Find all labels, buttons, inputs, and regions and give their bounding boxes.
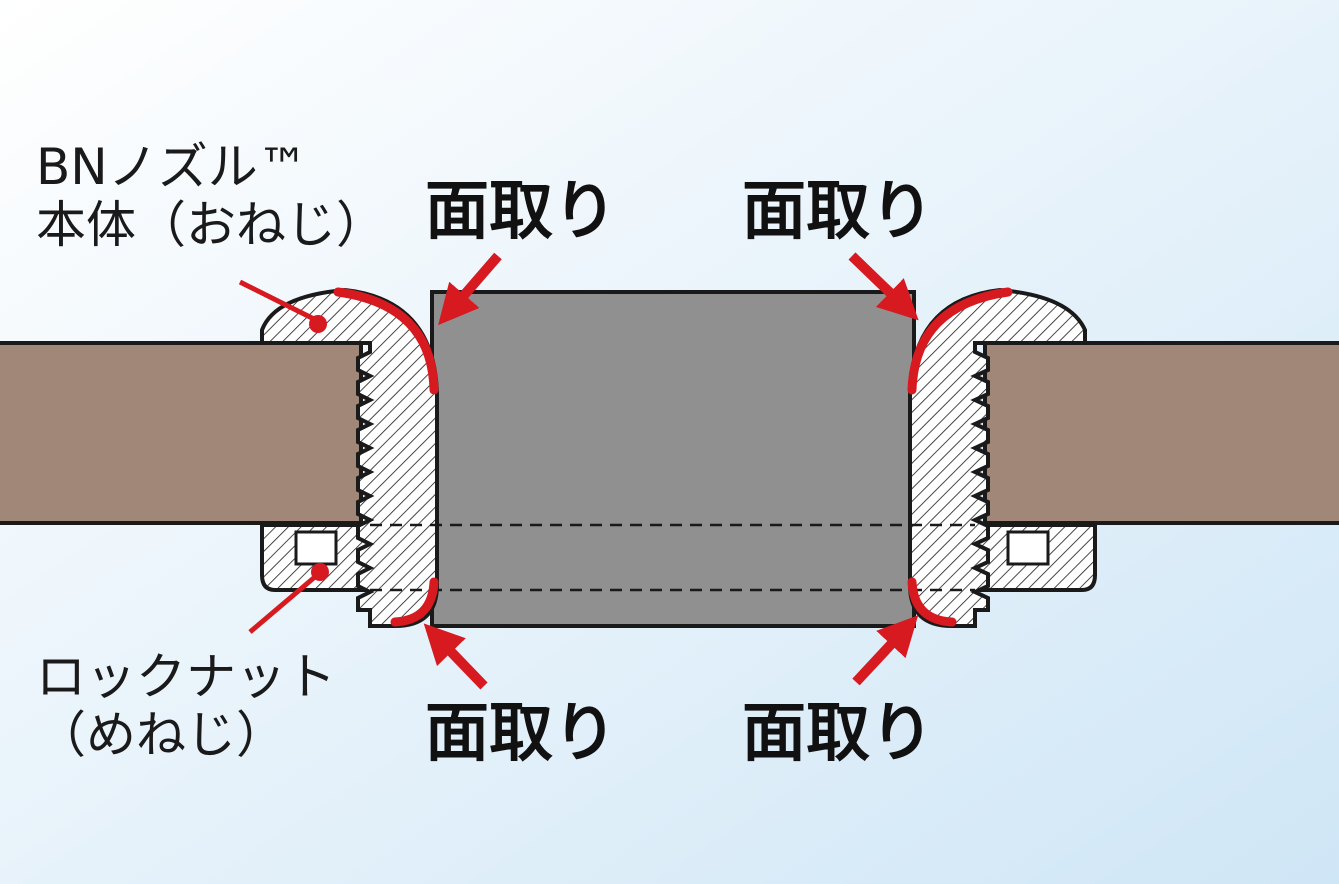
lock-nut-right-window-outline: [1006, 530, 1050, 566]
arrow-top-right: [848, 252, 919, 321]
lock-nut-left: [260, 523, 372, 592]
label-lock-nut-line1: ロックナット: [36, 648, 336, 706]
arrow-top-left: [438, 252, 502, 326]
label-lock-nut-line2: （めねじ）: [36, 706, 286, 764]
nozzle-bore: [432, 292, 914, 626]
label-chamfer-bottom-right: 面取り: [742, 697, 934, 771]
label-nozzle-body-line2: 本体（おねじ）: [36, 196, 386, 254]
leader-line-nozzle-body: [238, 279, 318, 323]
chamfer-highlight-bottom-left: [390, 577, 439, 627]
arrow-bottom-right: [852, 615, 919, 686]
lock-nut-left-window: [296, 532, 336, 564]
lock-nut-right-window: [1008, 532, 1048, 564]
chamfer-highlight-top-right: [907, 287, 1013, 395]
label-nozzle-body: BNノズル™ 本体（おねじ）: [36, 138, 386, 254]
mounting-plate: [0, 341, 1339, 525]
label-chamfer-top-right: 面取り: [742, 175, 934, 249]
plate-right: [985, 343, 1339, 523]
label-lock-nut: ロックナット （めねじ）: [36, 648, 336, 764]
leader-dot-nozzle-body: [309, 315, 327, 333]
chamfer-arrows: [423, 252, 919, 690]
lock-nut-right: [973, 523, 1097, 592]
chamfer-highlight-bottom-right: [907, 577, 957, 627]
plate-left: [0, 343, 361, 523]
label-chamfer-top-left: 面取り: [425, 175, 617, 249]
leader-dot-lock-nut: [311, 563, 329, 581]
chamfer-highlight-top-left: [333, 287, 439, 395]
leader-line-lock-nut: [248, 574, 318, 634]
arrow-bottom-left: [423, 623, 488, 690]
chamfer-highlights: [333, 287, 1013, 627]
label-chamfer-bottom-left: 面取り: [425, 697, 617, 771]
label-nozzle-body-line1: BNノズル™: [36, 138, 308, 196]
